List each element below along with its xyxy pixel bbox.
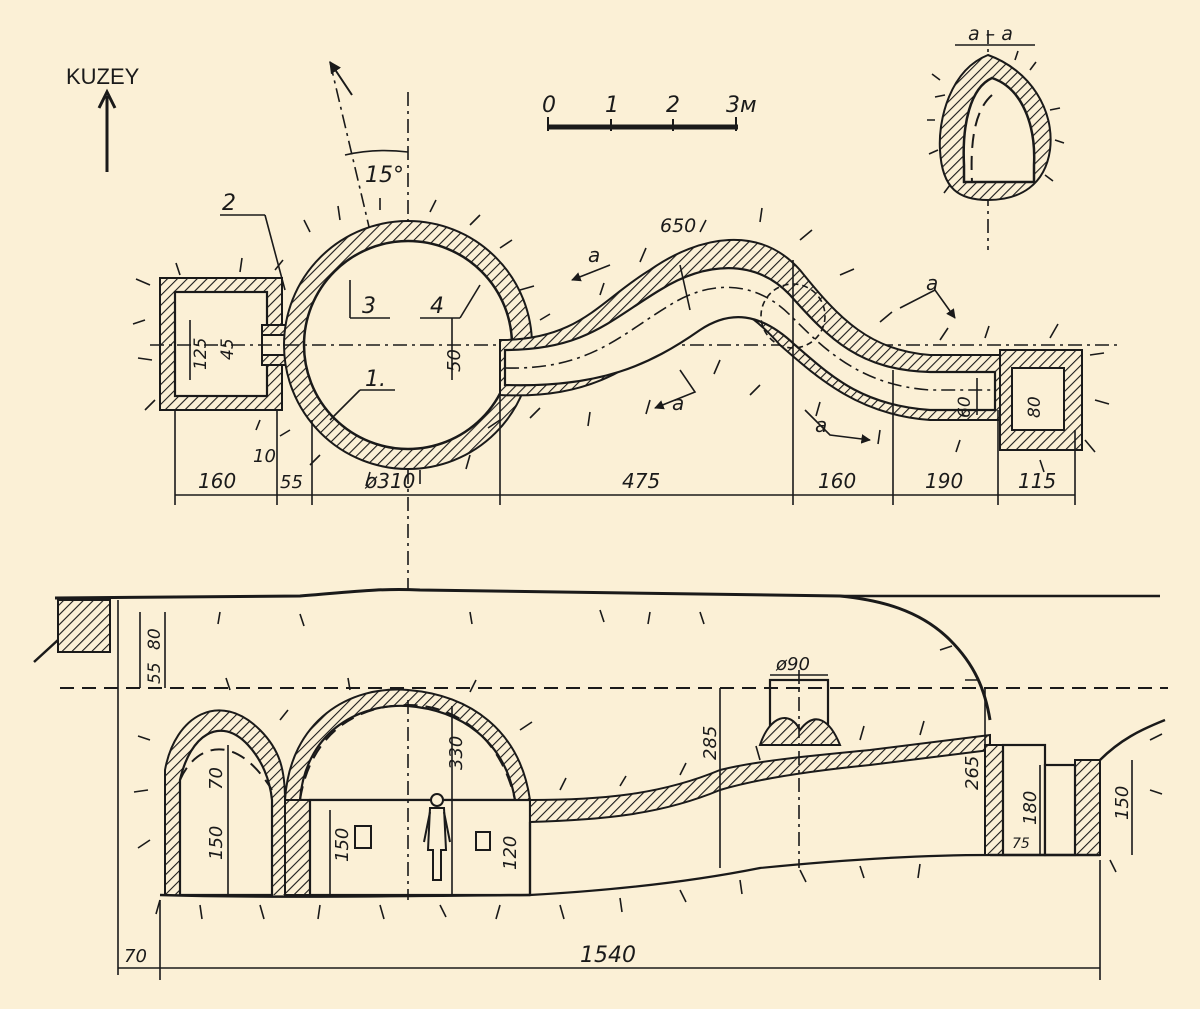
- plan-dim-55: 55: [280, 472, 303, 493]
- plan-dim-160a: 160: [198, 469, 236, 493]
- sec-dim-75: 75: [1012, 836, 1030, 852]
- plan-dim-190: 190: [925, 469, 963, 493]
- sec-dim-180: 180: [1020, 791, 1041, 825]
- plan-dim-10: 10: [253, 446, 276, 467]
- room-dim-125: 125: [191, 338, 211, 370]
- section-label: a – a: [968, 23, 1013, 45]
- sec-dim-150c: 150: [1112, 786, 1133, 820]
- sec-dim-120: 120: [500, 836, 521, 870]
- angle-label: 15°: [365, 163, 404, 188]
- callout-3: 3: [362, 294, 376, 319]
- cut-a-1: a: [588, 243, 600, 267]
- sec-dim-80: 80: [145, 628, 165, 650]
- north-arrow: KUZEY: [66, 64, 140, 172]
- callout-1: 1.: [365, 367, 386, 392]
- human-figure: [423, 793, 451, 881]
- scale-tick-0: 0: [542, 93, 556, 118]
- sec-dim-265: 265: [962, 756, 983, 790]
- plan-dim-475: 475: [622, 469, 660, 493]
- sec-dim-bottom-70: 70: [124, 946, 147, 967]
- plan-dim-160b: 160: [818, 469, 856, 493]
- cut-a-2: a: [926, 271, 938, 295]
- sec-dim-150a: 150: [206, 826, 227, 860]
- tunnel-dim-60: 60: [955, 396, 975, 418]
- curve-dim-650: 650: [660, 215, 696, 237]
- plan-view: 15° 125 45 50 2 3 4 1.: [132, 61, 1120, 590]
- scale-tick-2: 2: [666, 93, 680, 118]
- shaft-dim: ø90: [775, 654, 810, 675]
- sec-dim-330: 330: [446, 736, 467, 770]
- scale-tick-1: 1: [605, 93, 619, 118]
- callout-2: 2: [222, 191, 236, 216]
- sec-dim-150b: 150: [332, 828, 353, 862]
- cross-section-a-a: a – a: [927, 23, 1065, 250]
- scale-bar: 0 1 2 3м: [542, 93, 757, 131]
- sec-dim-total: 1540: [580, 943, 636, 968]
- scale-tick-3: 3м: [726, 93, 757, 118]
- end-dim-80: 80: [1025, 396, 1045, 418]
- north-label: KUZEY: [66, 64, 140, 89]
- plan-dim-115: 115: [1018, 469, 1056, 493]
- callout-4: 4: [430, 294, 444, 319]
- plan-dim-310: ø310: [364, 469, 415, 493]
- circle-gap-50: 50: [444, 349, 465, 372]
- sec-dim-285: 285: [700, 726, 721, 760]
- cut-a-4: a: [815, 413, 827, 437]
- sec-dim-70: 70: [206, 767, 227, 790]
- longitudinal-section: 80 55 70 150 150 330 120 285: [33, 587, 1168, 980]
- room-dim-45: 45: [218, 338, 238, 360]
- cut-a-3: a: [672, 391, 684, 415]
- sec-dim-55: 55: [145, 662, 165, 684]
